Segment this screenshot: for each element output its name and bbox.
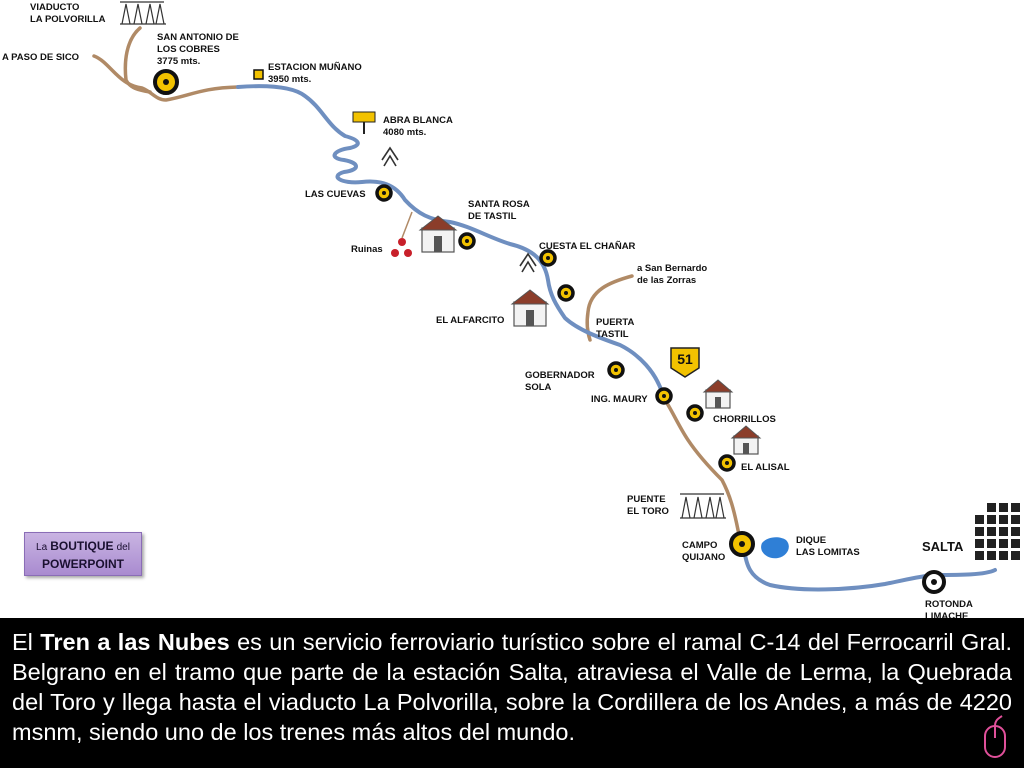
city-grid-icon bbox=[975, 503, 1020, 560]
label-cuesta-chanar: CUESTA EL CHAÑAR bbox=[539, 241, 636, 252]
badge-boutique: BOUTIQUE bbox=[50, 539, 114, 553]
label-dique-2: LAS LOMITAS bbox=[796, 547, 860, 558]
label-san-bernardo-1: a San Bernardo bbox=[637, 263, 707, 274]
label-rotonda-1: ROTONDA bbox=[925, 599, 973, 610]
church-icon-chorrillos bbox=[702, 379, 734, 409]
label-el-alfarcito: EL ALFARCITO bbox=[436, 315, 504, 326]
road-polvorilla bbox=[123, 26, 152, 94]
label-route-51: 51 bbox=[677, 351, 693, 367]
label-munano-2: 3950 mts. bbox=[268, 74, 311, 85]
label-rotonda-2: LIMACHE bbox=[925, 611, 968, 620]
label-viaducto-1: VIADUCTO bbox=[30, 2, 79, 13]
caption-part-1: El bbox=[12, 629, 41, 655]
rail-line bbox=[236, 84, 664, 394]
rail-line-lower bbox=[742, 546, 997, 592]
label-salta: SALTA bbox=[922, 539, 964, 554]
label-san-antonio-1: SAN ANTONIO DE bbox=[157, 32, 239, 43]
label-el-alisal: EL ALISAL bbox=[741, 462, 790, 473]
bridge-icon bbox=[680, 493, 726, 519]
lake-icon bbox=[761, 537, 789, 559]
viaduct-icon bbox=[120, 1, 166, 25]
label-puente-toro-2: EL TORO bbox=[627, 506, 669, 517]
route-shield-icon bbox=[670, 347, 700, 378]
label-dique-1: DIQUE bbox=[796, 535, 826, 546]
label-san-antonio-2: LOS COBRES bbox=[157, 44, 220, 55]
church-icon-santa-rosa bbox=[418, 215, 458, 253]
church-icon-alisal bbox=[730, 425, 762, 455]
caption-part-2: es un servicio ferroviario turístico sob… bbox=[12, 629, 1012, 745]
summit-sign-icon bbox=[352, 111, 376, 134]
station-munano-square bbox=[253, 69, 264, 80]
label-puente-toro-1: PUENTE bbox=[627, 494, 666, 505]
label-abra-blanca-2: 4080 mts. bbox=[383, 127, 426, 138]
label-campo-quijano-1: CAMPO bbox=[682, 540, 717, 551]
label-gobernador-sola-2: SOLA bbox=[525, 382, 552, 393]
badge-del: del bbox=[116, 542, 130, 553]
railway-map: VIADUCTO LA POLVORILLA A PASO DE SICO SA… bbox=[2, 1, 1020, 620]
caption-strong: Tren a las Nubes bbox=[40, 629, 230, 655]
direction-arrow-icon bbox=[381, 146, 399, 167]
label-puerta-tastil-1: PUERTA bbox=[596, 317, 634, 328]
mouse-icon bbox=[984, 715, 1006, 758]
boutique-badge: La BOUTIQUE del POWERPOINT bbox=[24, 532, 142, 576]
church-icon-alfarcito bbox=[510, 289, 550, 327]
label-santa-rosa-2: DE TASTIL bbox=[468, 211, 517, 222]
label-viaducto-2: LA POLVORILLA bbox=[30, 14, 106, 25]
label-san-bernardo-2: de las Zorras bbox=[637, 275, 696, 286]
station-markers bbox=[153, 69, 946, 594]
label-munano-1: ESTACION MUÑANO bbox=[268, 62, 362, 73]
ruins-icon bbox=[391, 238, 412, 257]
label-ing-maury: ING. MAURY bbox=[591, 394, 648, 405]
label-ruinas: Ruinas bbox=[351, 244, 383, 255]
label-paso-sico: A PASO DE SICO bbox=[2, 52, 79, 63]
label-santa-rosa-1: SANTA ROSA bbox=[468, 199, 530, 210]
direction-arrow-icon-2 bbox=[519, 252, 537, 273]
label-gobernador-sola-1: GOBERNADOR bbox=[525, 370, 595, 381]
label-puerta-tastil-2: TASTIL bbox=[596, 329, 629, 340]
label-campo-quijano-2: QUIJANO bbox=[682, 552, 725, 563]
caption-text: El Tren a las Nubes es un servicio ferro… bbox=[0, 618, 1024, 768]
label-san-antonio-3: 3775 mts. bbox=[157, 56, 200, 67]
label-abra-blanca-1: ABRA BLANCA bbox=[383, 115, 453, 126]
badge-la: La bbox=[36, 542, 48, 553]
label-las-cuevas: LAS CUEVAS bbox=[305, 189, 366, 200]
badge-powerpoint: POWERPOINT bbox=[41, 557, 124, 571]
label-chorrillos: CHORRILLOS bbox=[713, 414, 776, 425]
road-paso-sico bbox=[92, 54, 240, 102]
